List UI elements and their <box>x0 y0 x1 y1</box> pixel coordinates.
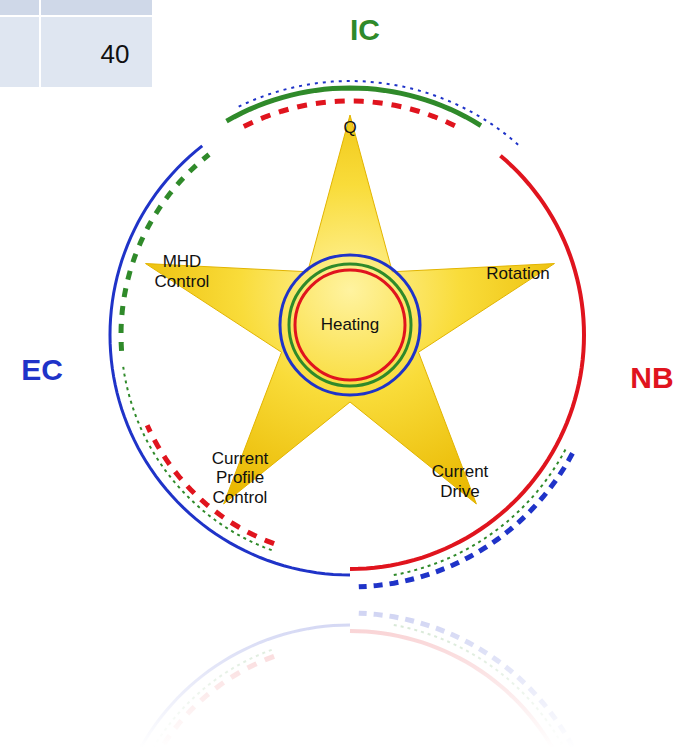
ring <box>280 255 420 395</box>
reflection-fade <box>0 600 689 748</box>
system-label: NB <box>622 361 682 396</box>
star-label: Q <box>330 118 370 138</box>
system-arc <box>392 450 565 576</box>
heating-circle: Heating <box>278 253 422 397</box>
table-cell: 40 <box>85 40 145 70</box>
ring <box>289 264 411 386</box>
ring <box>295 270 405 380</box>
star <box>146 115 555 504</box>
table-fragment <box>0 0 152 88</box>
star-label: MHD Control <box>137 252 227 291</box>
node-text: Heating <box>321 315 380 335</box>
star-label: Current Drive <box>415 462 505 501</box>
star-label: Rotation <box>468 264 568 284</box>
star-label: Current Profile Control <box>195 449 285 508</box>
arc-group <box>110 81 584 587</box>
system-label: IC <box>325 13 405 48</box>
system-label: EC <box>12 353 72 388</box>
star-shape <box>146 115 555 504</box>
